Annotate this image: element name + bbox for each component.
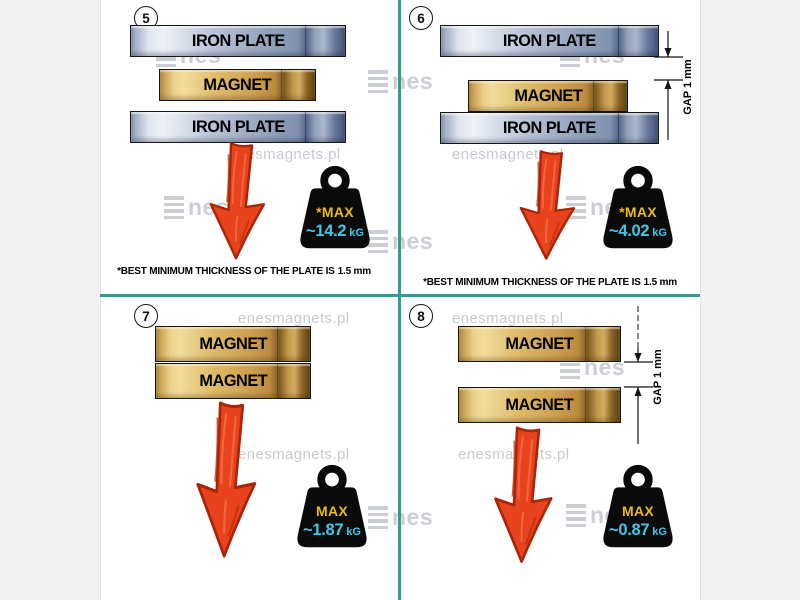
iron-plate-top-p5: IRON PLATE <box>130 25 346 57</box>
magnet-top-p8: MAGNET <box>458 326 621 362</box>
enes-logo-icon <box>566 196 586 219</box>
gap-dimension-p8: GAP 1 mm <box>624 304 684 450</box>
pull-arrow-p8 <box>478 424 569 568</box>
gap-dimension-p6: GAP 1 mm <box>654 28 714 146</box>
iron-plate-bottom-p5: IRON PLATE <box>130 111 346 143</box>
kettlebell-icon <box>603 165 673 249</box>
gap-label-p6: GAP 1 mm <box>682 59 694 115</box>
iron-plate-bottom-p6: IRON PLATE <box>440 112 659 144</box>
weight-max-label: *MAX <box>619 204 657 220</box>
arrow-down-icon <box>519 150 576 260</box>
watermark-text: enesmagnets.pl <box>452 310 564 327</box>
divider-vertical <box>398 0 401 600</box>
watermark-text: enesmagnets.pl <box>238 446 350 463</box>
kettlebell-icon <box>297 464 367 548</box>
weight-max-label: *MAX <box>316 204 354 220</box>
dimension-lines-icon <box>624 306 653 444</box>
dimension-lines-icon <box>654 31 683 140</box>
enes-logo-icon <box>368 506 388 529</box>
magnet-p5: MAGNET <box>159 69 316 101</box>
left-margin <box>0 0 101 600</box>
panel-6-number: 6 <box>409 6 433 30</box>
watermark-text: enesmagnets.pl <box>229 146 341 163</box>
magnet-bottom-p8: MAGNET <box>458 387 621 423</box>
arrow-down-icon <box>209 142 266 260</box>
panel-7-number: 7 <box>134 304 158 328</box>
magnet-p6: MAGNET <box>468 80 628 112</box>
panel-8-number: 8 <box>409 304 433 328</box>
watermark-text: enesmagnets.pl <box>238 310 350 327</box>
enes-logo-icon <box>368 70 388 93</box>
kettlebell-icon <box>603 464 673 548</box>
kettlebell-icon <box>300 165 370 249</box>
gap-label-p8: GAP 1 mm <box>652 349 664 405</box>
divider-horizontal <box>100 294 700 297</box>
enes-logo-icon <box>566 504 586 527</box>
enes-logo-icon <box>164 196 184 219</box>
watermark-text: enesmagnets.pl <box>458 446 570 463</box>
weight-max-label: MAX <box>621 503 654 519</box>
pull-arrow-p6 <box>505 148 591 264</box>
iron-plate-top-p6: IRON PLATE <box>440 25 659 57</box>
magnet-bottom-p7: MAGNET <box>155 363 311 399</box>
pull-arrow-p7 <box>180 399 274 563</box>
enes-logo-icon <box>368 230 388 253</box>
watermark-text: enesmagnets.pl <box>452 146 564 163</box>
weight-max-label: MAX <box>315 503 348 519</box>
right-margin <box>700 0 800 600</box>
arrow-down-icon <box>196 401 257 558</box>
arrow-down-icon <box>494 426 553 564</box>
pull-arrow-p5 <box>195 140 281 264</box>
magnet-top-p7: MAGNET <box>155 326 311 362</box>
